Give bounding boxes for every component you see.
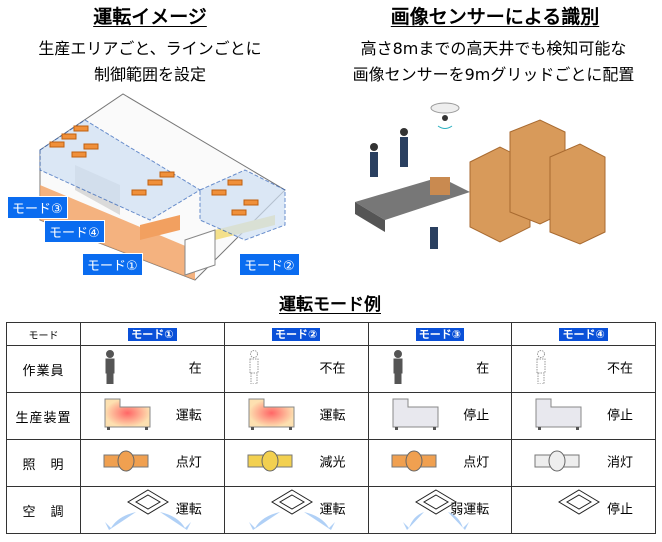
cell: 点灯 — [80, 439, 225, 487]
image-sensor-icon — [430, 102, 460, 114]
worker-icon — [534, 350, 548, 388]
status-text: 点灯 — [175, 455, 202, 471]
cell: 弱運転 — [367, 486, 513, 534]
table-row: 照 明 点灯 減光 点灯 消灯 — [6, 439, 656, 487]
mode1-header: モード① — [128, 328, 177, 341]
status-text: 消灯 — [606, 455, 633, 471]
sensor-illustration — [355, 102, 606, 249]
light-icon — [103, 450, 149, 476]
left-subtitle-2: 制御範囲を設定 — [93, 65, 206, 84]
status-text: 在 — [476, 361, 490, 377]
row-label: 作業員 — [6, 345, 81, 393]
cell: 停止 — [511, 392, 656, 440]
table-title: 運転モード例 — [279, 295, 381, 315]
status-text: 停止 — [606, 408, 633, 424]
cell: 消灯 — [511, 439, 656, 487]
aircon-icon — [534, 486, 624, 534]
status-text: 不在 — [606, 361, 633, 377]
corner-header: モード — [6, 322, 81, 346]
status-text: 不在 — [319, 361, 346, 377]
cell: 点灯 — [367, 439, 513, 487]
right-title: 画像センサーによる識別 — [390, 6, 600, 28]
right-subtitle-1: 高さ8mまでの高天井でも検知可能な — [360, 39, 627, 58]
cell: 運転 — [223, 486, 369, 534]
cell: 不在 — [223, 345, 369, 393]
status-text: 停止 — [463, 408, 490, 424]
mode4-tag: モード④ — [44, 220, 105, 243]
light-icon — [247, 450, 293, 476]
row-label: 照 明 — [6, 439, 81, 487]
machine-icon — [103, 397, 153, 435]
mode2-header: モード② — [271, 328, 321, 341]
status-text: 弱運転 — [450, 502, 490, 518]
cell: 運転 — [223, 392, 369, 440]
status-text: 運転 — [319, 408, 346, 424]
status-text: 減光 — [319, 455, 346, 471]
status-text: 停止 — [606, 502, 633, 518]
status-text: 点灯 — [463, 455, 490, 471]
status-text: 運転 — [175, 408, 202, 424]
status-text: 運転 — [319, 502, 346, 518]
left-subtitle-1: 生産エリアごと、ラインごとに — [38, 39, 262, 58]
status-text: 在 — [188, 361, 202, 377]
row-label: 生産装置 — [6, 392, 81, 440]
light-icon — [391, 450, 437, 476]
cell: 減光 — [223, 439, 369, 487]
mode3-header: モード③ — [415, 328, 465, 341]
light-icon — [534, 450, 580, 476]
cell: 停止 — [511, 486, 656, 534]
table-row: 空 調 運転 運転 弱運転 停止 — [6, 486, 656, 534]
cell: 運転 — [80, 486, 225, 534]
table-row: 作業員 在 不在 在 不在 — [6, 345, 656, 393]
status-text: 運転 — [175, 502, 202, 518]
cell: 不在 — [511, 345, 656, 393]
aircon-icon — [247, 486, 337, 534]
worker-icon — [391, 350, 405, 388]
table-header-row: モード モード① モード② モード③ モード④ — [6, 322, 656, 346]
worker-icon — [247, 350, 261, 388]
mode4-header: モード④ — [559, 328, 608, 341]
mode3-tag: モード③ — [7, 196, 68, 219]
machine-icon — [247, 397, 297, 435]
row-label: 空 調 — [6, 486, 81, 534]
table-row: 生産装置 運転 運転 停止 停止 — [6, 392, 656, 440]
cell: 停止 — [367, 392, 513, 440]
right-subtitle-2: 画像センサーを9mグリッドごとに配置 — [352, 65, 635, 84]
aircon-icon — [103, 486, 193, 534]
cell: 在 — [367, 345, 513, 393]
mode-table: モード モード① モード② モード③ モード④ 作業員在不在在不在生産装置運転運… — [6, 322, 656, 534]
mode2-tag: モード② — [239, 253, 300, 276]
worker-icon — [103, 350, 117, 388]
left-title: 運転イメージ — [93, 6, 207, 28]
machine-icon — [534, 397, 584, 435]
cell: 在 — [80, 345, 225, 393]
cell: 運転 — [80, 392, 225, 440]
mode1-tag: モード① — [82, 253, 143, 276]
machine-icon — [391, 397, 441, 435]
aircon-icon — [391, 486, 481, 534]
